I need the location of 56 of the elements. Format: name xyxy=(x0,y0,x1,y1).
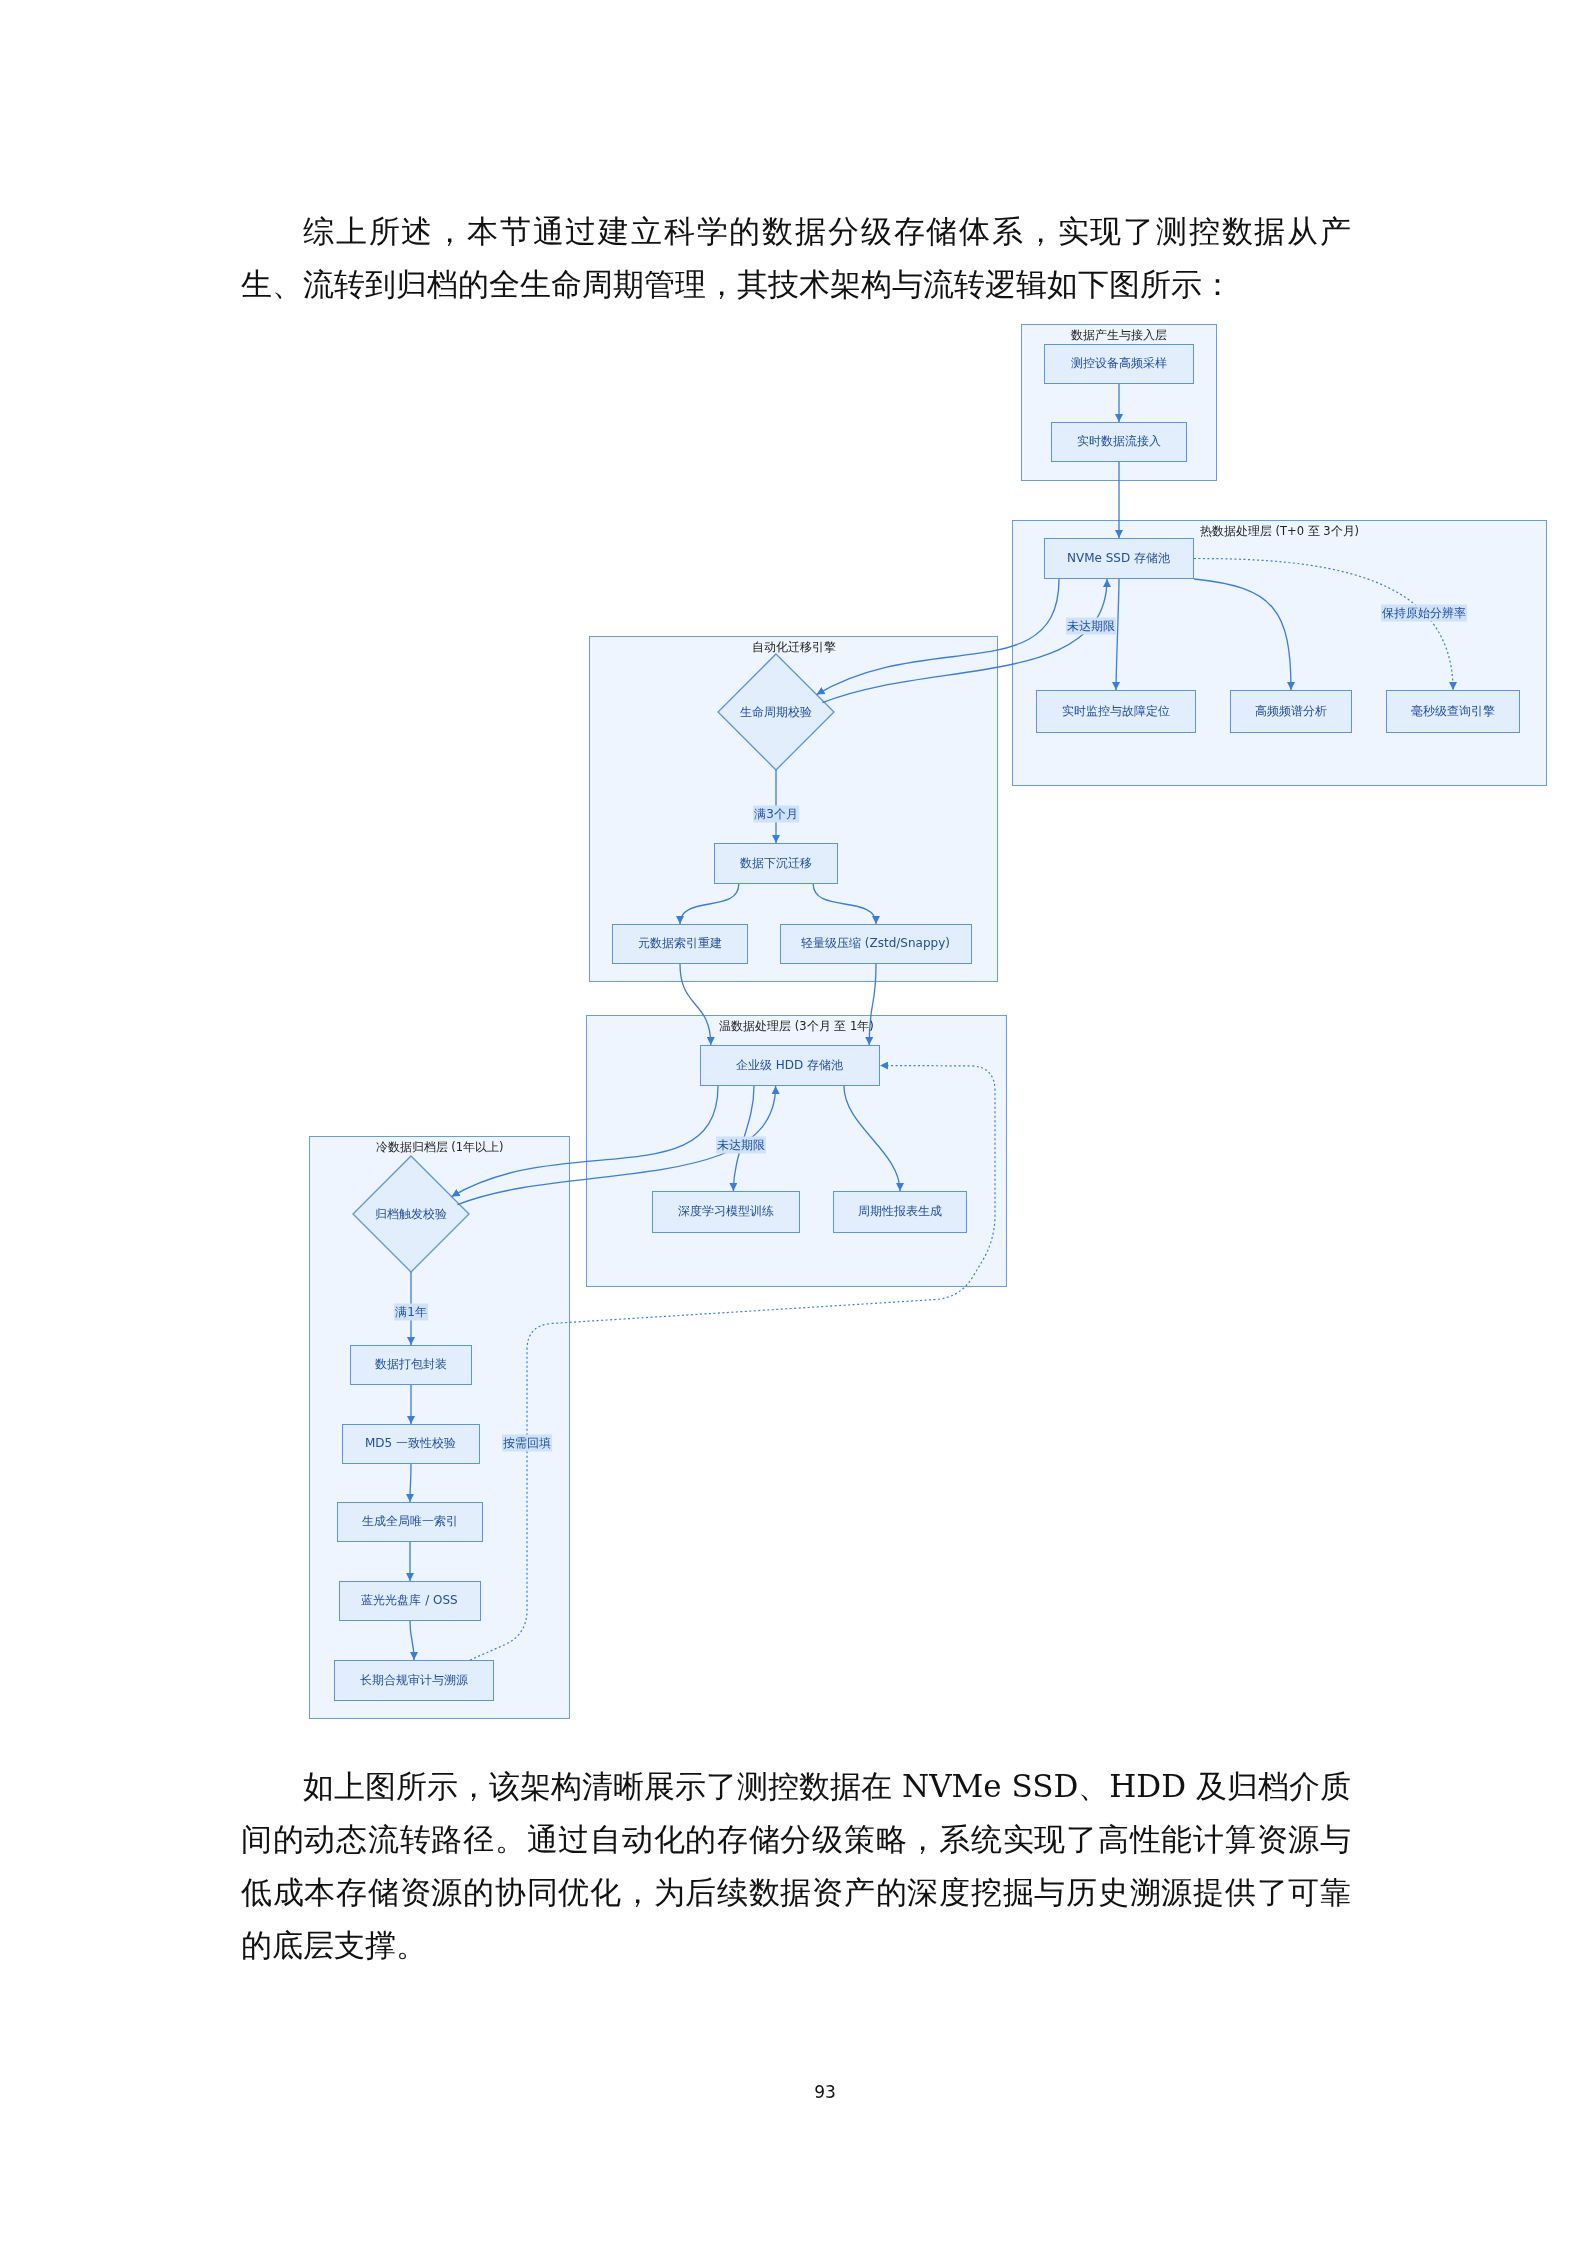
arrow xyxy=(821,578,1110,704)
process-box: 轻量级压缩 (Zstd/Snappy) xyxy=(779,923,972,964)
layer-panel xyxy=(589,636,998,982)
edge-label: 满1年 xyxy=(394,1303,428,1321)
arrow xyxy=(843,1085,904,1192)
layer-title: 冷数据归档层 (1年以上) xyxy=(375,1140,504,1155)
process-box: 周期性报表生成 xyxy=(832,1190,967,1233)
layer-title: 数据产生与接入层 xyxy=(1071,328,1167,343)
process-box: 高频频谱分析 xyxy=(1229,689,1352,733)
arrow xyxy=(1115,383,1123,423)
process-box: 蓝光光盘库 / OSS xyxy=(338,1580,481,1621)
layer-panel xyxy=(1012,520,1547,786)
layer-panel xyxy=(586,1015,1007,1287)
edge-label: 未达期限 xyxy=(716,1136,767,1154)
diamond-label: 归档触发校验 xyxy=(374,1205,447,1222)
arrow xyxy=(407,1384,415,1425)
dashed-arrow xyxy=(1193,557,1457,691)
layer-title: 自动化迁移引擎 xyxy=(751,640,836,655)
process-box: 深度学习模型训练 xyxy=(651,1190,800,1233)
arrow xyxy=(1193,578,1295,691)
arrow xyxy=(456,1085,779,1206)
process-box: 毫秒级查询引擎 xyxy=(1385,689,1520,733)
arrow xyxy=(679,963,715,1046)
layer-panel xyxy=(1021,324,1217,481)
process-box: 生成全局唯一索引 xyxy=(336,1501,483,1542)
layer-panel xyxy=(309,1136,570,1719)
diamond-label: 生命周期校验 xyxy=(739,703,812,720)
edge-label: 保持原始分辨率 xyxy=(1380,604,1467,622)
arrow xyxy=(406,1541,414,1582)
arrow xyxy=(815,578,1060,696)
arrow xyxy=(677,883,740,925)
arrow xyxy=(409,1620,418,1661)
edge-label: 未达期限 xyxy=(1066,617,1117,635)
dashed-arrow xyxy=(469,1061,996,1661)
process-box: 元数据索引重建 xyxy=(611,923,748,964)
arrow xyxy=(406,1463,415,1503)
arrow xyxy=(450,1085,719,1198)
layer-title: 热数据处理层 (T+0 至 3个月) xyxy=(1199,524,1360,539)
paragraph: 综上所述，本节通过建立科学的数据分级存储体系，实现了测控数据从产生、流转到归档的全生命周期管理，其技术架构与流转逻辑如下图所示： xyxy=(241,212,1351,304)
paragraph: 如上图所示，该架构清晰展示了测控数据在 NVMe SSD、HDD 及归档介质间的动态流转路径。通过自动化的存储分级策略，系统实现了高性能计算资源与低成本存储资源的协同优化，为后续数据资产的深度挖掘与历史溯源提供了可靠的底层支撑。 xyxy=(241,1767,1351,1965)
arrow xyxy=(1115,461,1123,539)
process-box: 企业级 HDD 存储池 xyxy=(699,1044,880,1086)
page-number: 93 xyxy=(813,2082,837,2102)
arrow xyxy=(1112,578,1121,691)
process-box: 长期合规审计与溯源 xyxy=(333,1659,494,1701)
process-box: 数据下沉迁移 xyxy=(713,842,838,884)
arrow xyxy=(812,883,879,925)
process-box: 实时监控与故障定位 xyxy=(1035,689,1196,733)
arrow xyxy=(865,963,877,1046)
process-box: 实时数据流接入 xyxy=(1050,421,1187,462)
process-box: NVMe SSD 存储池 xyxy=(1043,537,1194,579)
process-box: MD5 一致性校验 xyxy=(341,1423,480,1464)
process-box: 数据打包封装 xyxy=(349,1344,472,1385)
edge-label: 按需回填 xyxy=(502,1434,552,1452)
process-box: 测控设备高频采样 xyxy=(1043,343,1194,384)
edge-label: 满3个月 xyxy=(753,805,799,823)
